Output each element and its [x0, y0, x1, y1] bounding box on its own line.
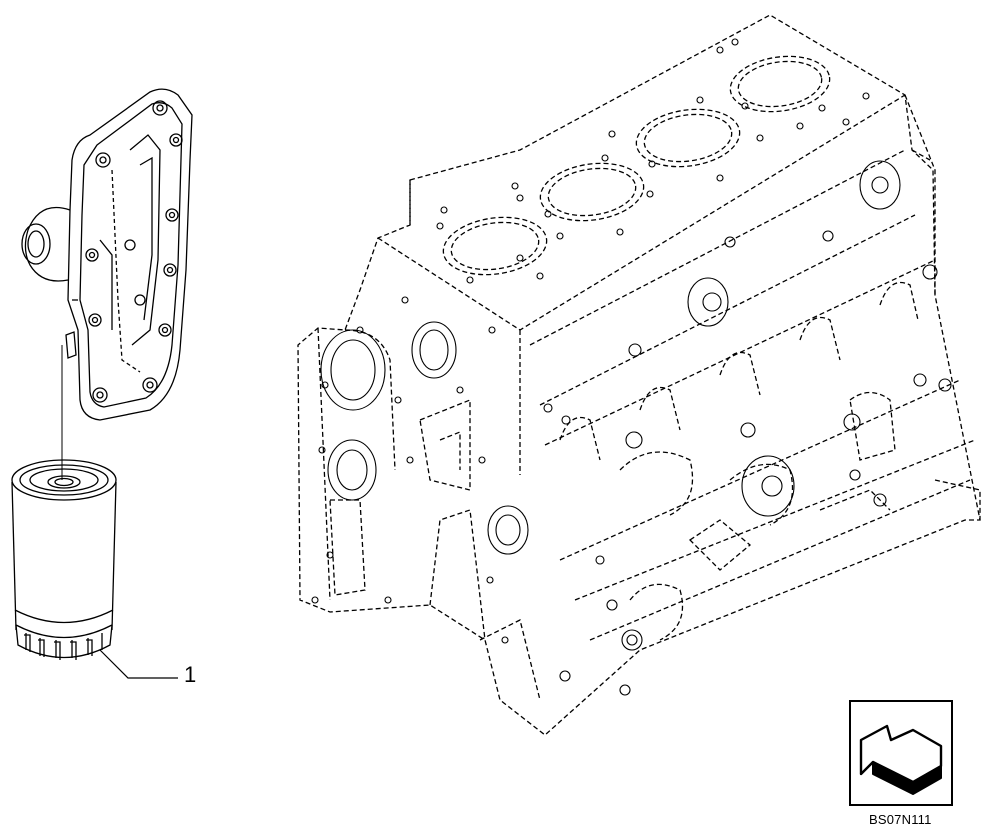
callout-leader: [99, 649, 178, 679]
previous-page-arrow-icon: [859, 724, 943, 795]
block-details: [311, 38, 952, 696]
previous-page-button[interactable]: [849, 700, 953, 806]
reference-code: BS07N111: [869, 812, 932, 827]
oil-filter: [11, 459, 117, 660]
engine-block: [297, 14, 981, 736]
callout-number: 1: [184, 662, 197, 687]
oil-cooler-housing: [21, 88, 193, 421]
